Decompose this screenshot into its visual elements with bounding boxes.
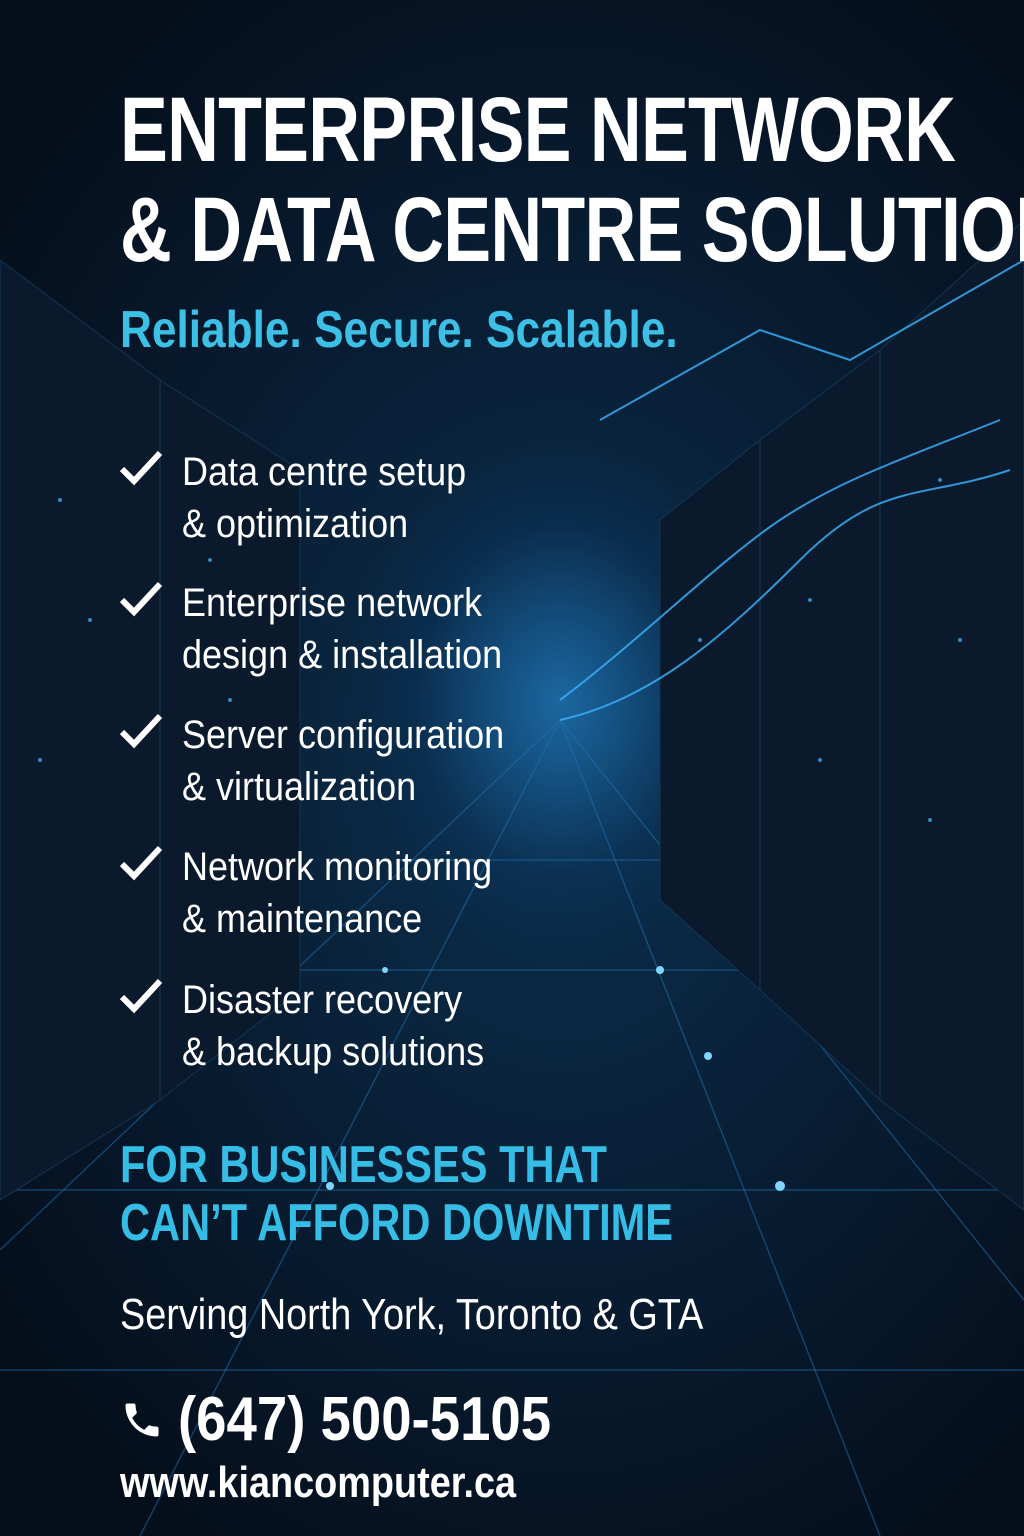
headline-line-2: & DATA CENTRE SOLUTIONS xyxy=(120,179,1024,281)
headline: ENTERPRISE NETWORK & DATA CENTRE SOLUTIO… xyxy=(120,80,1024,280)
headline-line-1: ENTERPRISE NETWORK xyxy=(120,79,956,181)
checkmark-icon xyxy=(119,978,163,1014)
call-to-action: FOR BUSINESSES THAT CAN’T AFFORD DOWNTIM… xyxy=(120,1136,674,1252)
tagline: Reliable. Secure. Scalable. xyxy=(120,301,678,359)
checkmark-icon xyxy=(119,450,163,486)
checkmark-icon xyxy=(119,713,163,749)
website-link[interactable]: www.kiancomputer.ca xyxy=(120,1458,517,1507)
service-item: Network monitoring& maintenance xyxy=(118,841,527,945)
service-item: Data centre setup& optimization xyxy=(118,446,498,550)
phone-number[interactable]: (647) 500-5105 xyxy=(120,1384,602,1455)
checkmark-icon xyxy=(119,845,163,881)
service-area: Serving North York, Toronto & GTA xyxy=(120,1290,704,1339)
service-item: Disaster recovery& backup solutions xyxy=(118,974,518,1078)
service-item: Server configuration& virtualization xyxy=(118,709,540,813)
phone-icon xyxy=(125,1403,159,1436)
checkmark-icon xyxy=(119,581,163,617)
